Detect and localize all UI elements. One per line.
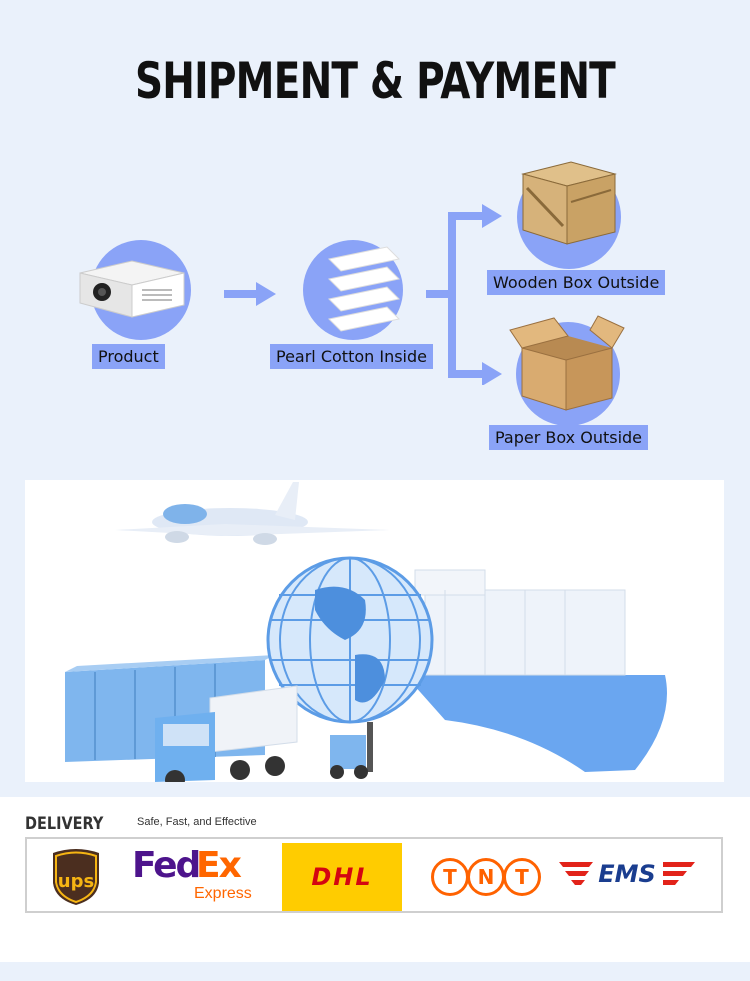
tnt-letter-t2: T (503, 858, 541, 896)
page-title: SHIPMENT & PAYMENT (134, 52, 616, 110)
ems-logo-icon: EMS (559, 858, 697, 894)
ems-text: EMS (598, 860, 656, 888)
truck-icon (155, 685, 298, 790)
tnt-logo-icon: T N T (431, 858, 541, 896)
forklift-icon (330, 722, 373, 779)
transport-scene (25, 480, 724, 790)
ups-logo-icon: ups (53, 849, 99, 905)
paper-box-image (509, 315, 625, 411)
globe-icon (266, 556, 434, 724)
delivery-subtitle: Safe, Fast, and Effective (137, 816, 257, 828)
carrier-logos: ups Fed Ex Express DHL T N T EMS (25, 837, 723, 913)
tnt-letter-t1: T (431, 858, 469, 896)
fedex-fed-text: Fed (132, 845, 201, 886)
delivery-title: DELIVERY (25, 814, 104, 834)
pearl-cotton-image (327, 246, 401, 332)
product-label: Product (92, 344, 165, 369)
cargo-ship-icon (405, 569, 667, 772)
paper-box-label: Paper Box Outside (489, 425, 649, 450)
fedex-express-text: Express (194, 885, 252, 902)
dhl-text: DHL (311, 863, 373, 891)
split-arrow-icon (426, 204, 502, 385)
transport-illustration (65, 482, 667, 790)
projector-image (79, 260, 185, 318)
fedex-ex-text: Ex (196, 845, 242, 886)
pearl-cotton-label: Pearl Cotton Inside (270, 344, 433, 369)
arrow-right-icon (224, 282, 276, 306)
tnt-letter-n: N (467, 858, 505, 896)
dhl-logo-icon: DHL (282, 843, 402, 911)
airplane-icon (115, 482, 390, 545)
wooden-box-image (521, 161, 617, 245)
wooden-box-label: Wooden Box Outside (487, 270, 666, 295)
ups-text: ups (58, 871, 94, 892)
ems-stripes-icon (559, 862, 695, 885)
fedex-logo-icon: Fed Ex Express (132, 845, 262, 907)
